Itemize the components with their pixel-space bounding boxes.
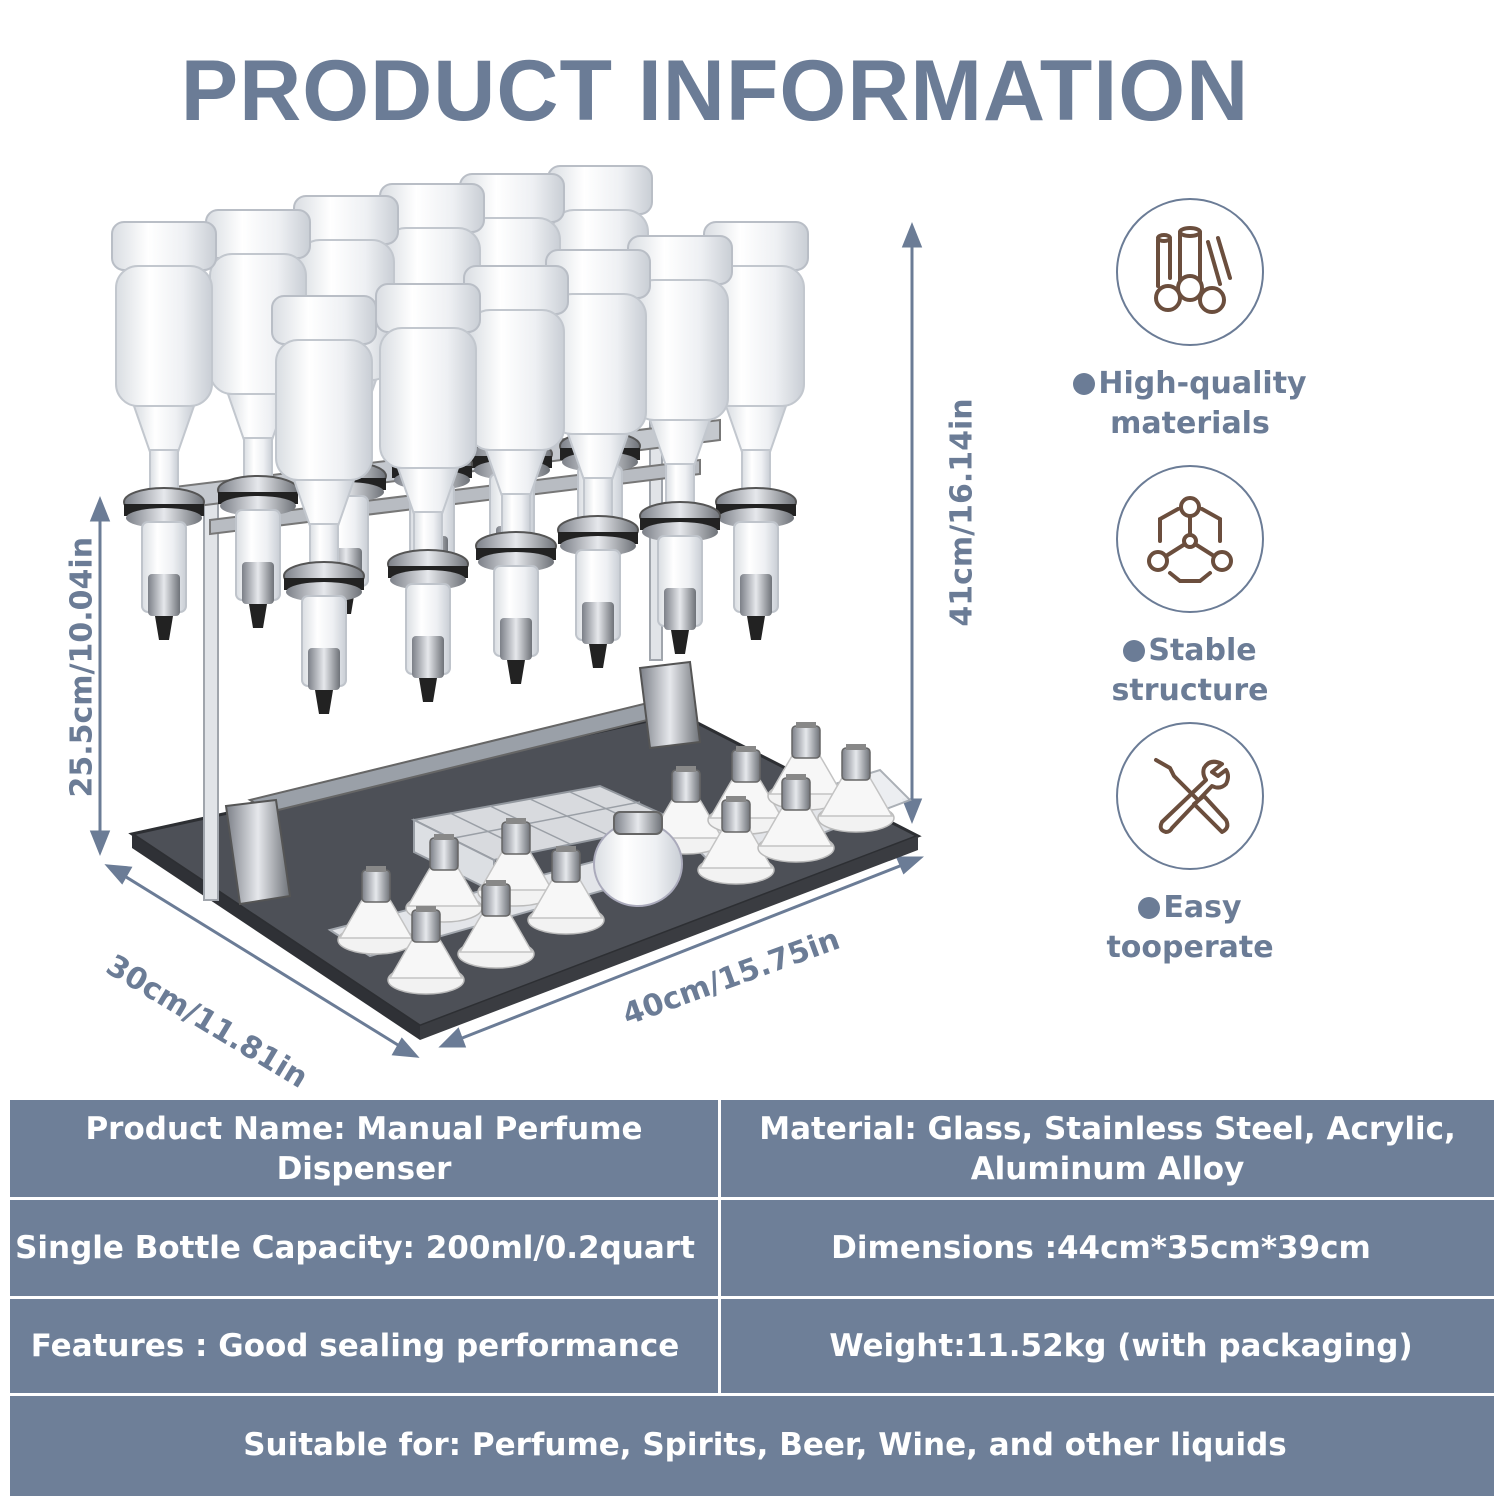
structure-icon bbox=[1147, 496, 1233, 583]
feature-materials: High-quality materials bbox=[1060, 198, 1320, 444]
spec-dimensions: Dimensions :44cm*35cm*39cm bbox=[831, 1230, 1371, 1266]
spec-features: Features : Good sealing performance bbox=[30, 1328, 680, 1364]
feature-materials-label: High-quality materials bbox=[1060, 364, 1320, 444]
spec-weight: Weight:11.52kg (with packaging) bbox=[829, 1328, 1413, 1364]
bullet-dot bbox=[1123, 640, 1146, 662]
spec-product-name: Product Name: Manual Perfume Dispenser bbox=[85, 1110, 643, 1187]
tools-icon-circle bbox=[1116, 722, 1264, 870]
height-left-dimension: 25.5cm/10.04in bbox=[64, 536, 100, 798]
product-illustration bbox=[89, 165, 924, 1058]
bullet-dot bbox=[1073, 373, 1096, 395]
materials-icon bbox=[1154, 226, 1232, 314]
bullet-dot bbox=[1138, 897, 1161, 919]
feature-operate-label: Easy tooperate bbox=[1106, 890, 1274, 965]
materials-icon-circle bbox=[1116, 198, 1264, 346]
feature-structure: Stable structure bbox=[1060, 465, 1320, 711]
feature-operate: Easy tooperate bbox=[1060, 722, 1320, 968]
spec-capacity: Single Bottle Capacity: 200ml/0.2quart bbox=[15, 1230, 695, 1266]
spec-suitable: Suitable for: Perfume, Spirits, Beer, Wi… bbox=[243, 1427, 1287, 1463]
table-divider bbox=[10, 1296, 1494, 1299]
structure-icon-circle bbox=[1116, 465, 1264, 613]
specs-table: Product Name: Manual Perfume Dispenser M… bbox=[8, 1098, 1496, 1498]
tools-icon bbox=[1154, 758, 1230, 834]
spec-material: Material: Glass, Stainless Steel, Acryli… bbox=[759, 1110, 1456, 1187]
page-title: PRODUCT INFORMATION bbox=[180, 43, 1250, 139]
table-divider bbox=[718, 1100, 721, 1394]
table-divider bbox=[10, 1393, 1494, 1396]
height-right-dimension: 41cm/16.14in bbox=[944, 398, 980, 627]
feature-structure-label: Stable structure bbox=[1111, 633, 1269, 708]
table-divider bbox=[10, 1197, 1494, 1200]
